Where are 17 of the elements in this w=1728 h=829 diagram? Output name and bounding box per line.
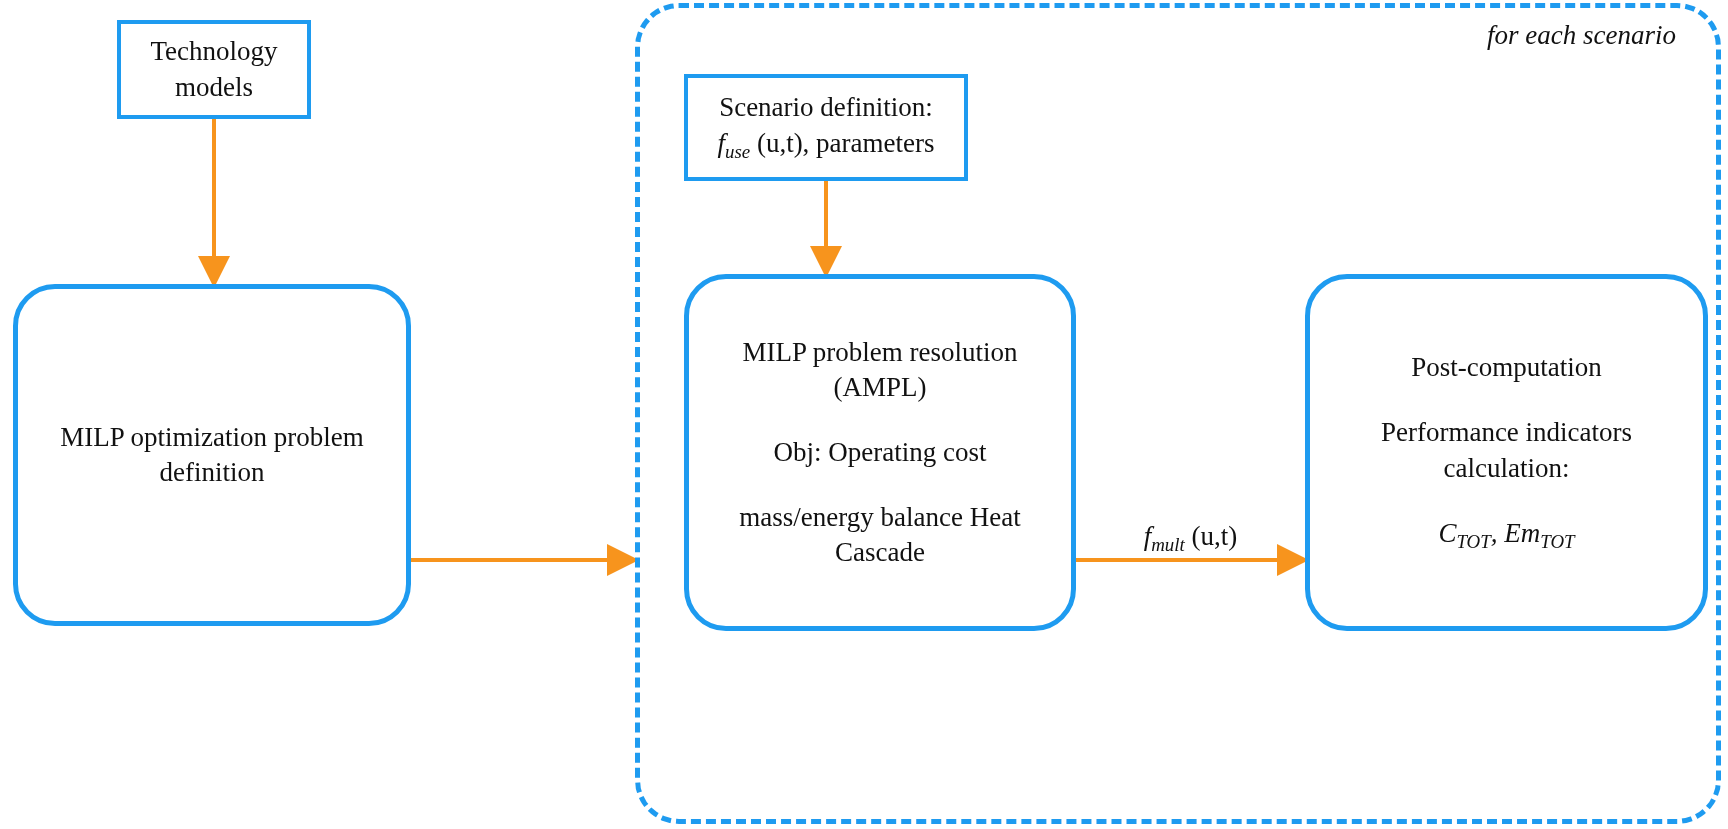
box-text: Obj: Operating cost [772,435,988,469]
box-label: Technology models [149,35,279,104]
box-label: Scenario definition: [718,91,934,125]
formula-text: C$_{TOT}$, Em$_{TOT}$ [1437,516,1577,555]
box-text: Performance indicators calculation: [1379,416,1634,485]
process-box [1305,274,1708,631]
process-box [684,274,1076,631]
box-title: Post-computation [1410,351,1603,385]
scenario-loop-frame [635,3,1721,824]
process-box [13,284,411,626]
box-text: mass/energy balance Heat Cascade [738,501,1022,570]
input-box [117,20,311,119]
box-title: MILP problem resolution (AMPL) [741,335,1019,404]
input-box [684,74,968,181]
box-label: f$_{use}$ (u,t), parameters [716,126,936,164]
box-title: MILP optimization problem definition [59,420,365,489]
frame-label: for each scenario [1486,19,1677,52]
